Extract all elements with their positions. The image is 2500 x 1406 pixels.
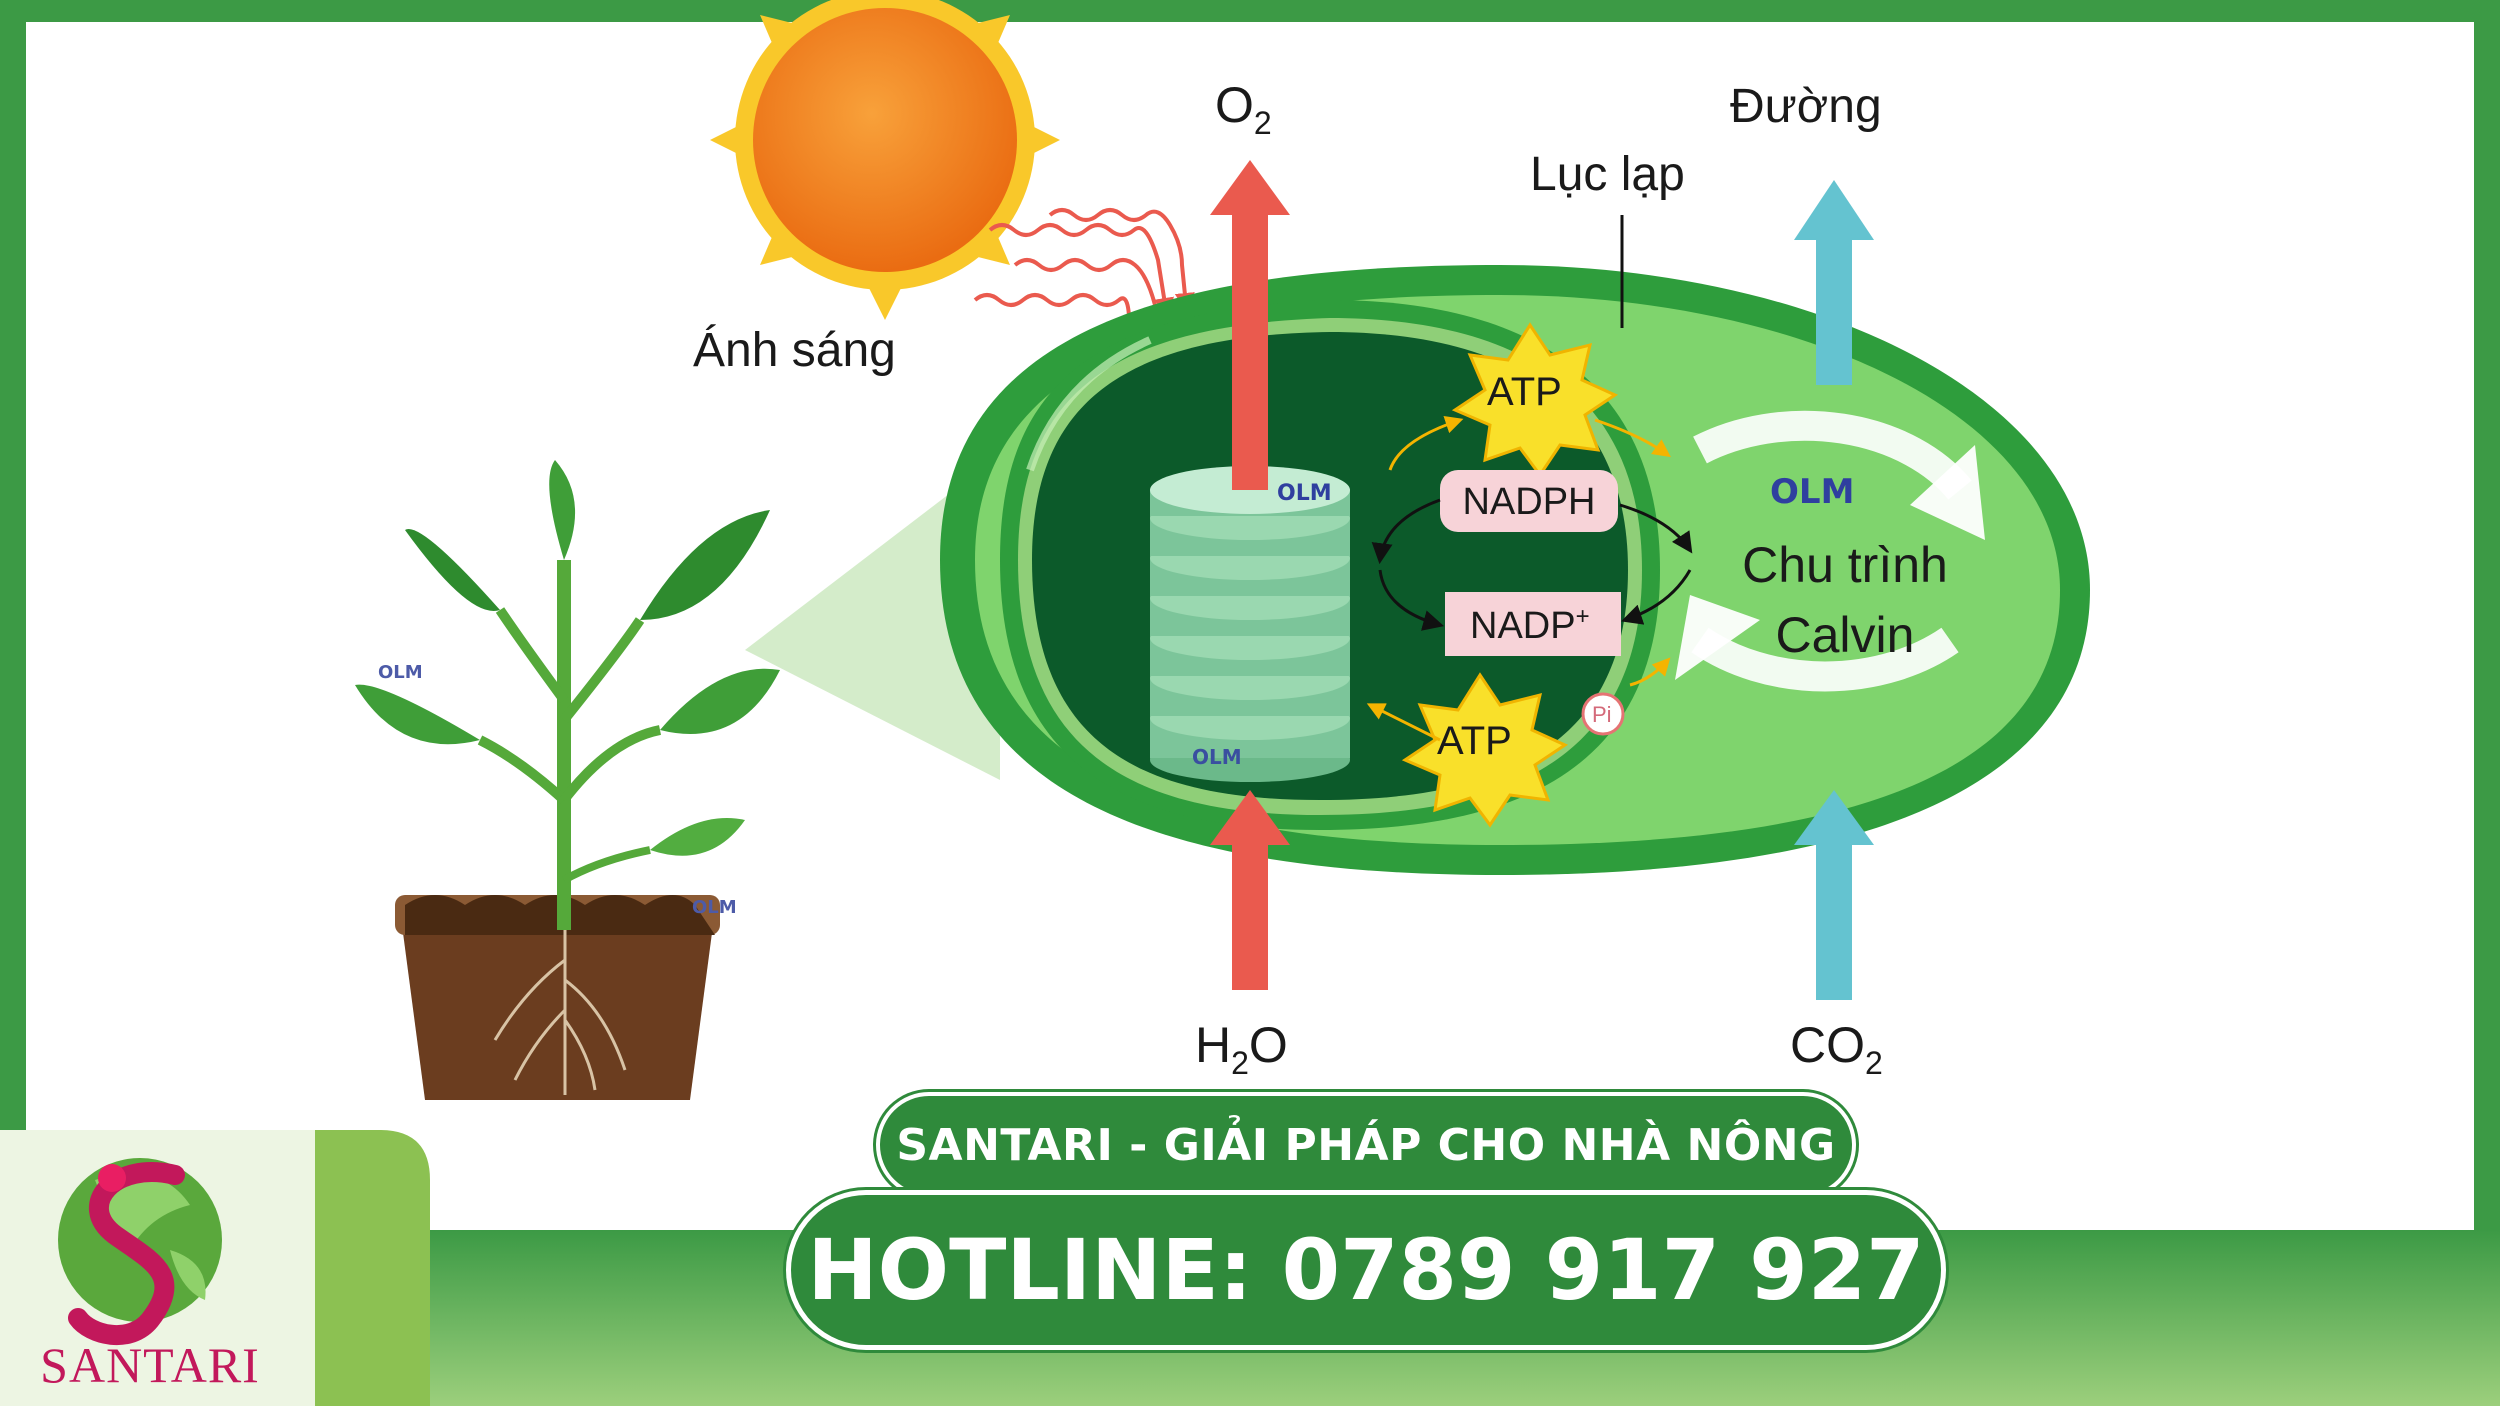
chloroplast-label: Lục lạp <box>1530 148 1685 201</box>
light-label: Ánh sáng <box>693 324 896 377</box>
atp-star-bottom <box>1401 672 1569 828</box>
potted-plant: OLM OLM <box>355 460 780 1100</box>
atp-bottom-label: ATP <box>1437 719 1512 763</box>
logo-panel <box>0 1130 430 1406</box>
olm-watermark: OLM <box>692 897 737 918</box>
leaf-icon <box>355 460 780 856</box>
nadp-label: NADP+ <box>1470 603 1590 647</box>
calvin-label-line2: Calvin <box>1776 607 1915 663</box>
brand-name: SANTARI <box>40 1337 260 1393</box>
olm-watermark: OLM <box>1770 472 1854 512</box>
nadph-label: NADPH <box>1462 481 1595 523</box>
water-arrow <box>1210 790 1290 990</box>
calvin-label-line1: Chu trình <box>1742 537 1948 593</box>
sugar-label: Đường <box>1730 80 1882 133</box>
olm-watermark: OLM <box>378 662 423 683</box>
calvin-cycle: OLM Chu trình Calvin <box>1675 410 1985 692</box>
slogan-banner: SANTARI - GIẢI PHÁP CHO NHÀ NÔNG <box>876 1092 1856 1198</box>
hotline-banner[interactable]: HOTLINE: 0789 917 927 <box>786 1190 1946 1350</box>
atp-top-label: ATP <box>1487 370 1562 414</box>
co2-label: CO2 <box>1790 1017 1883 1081</box>
nadp-box <box>1445 592 1621 656</box>
sugar-arrow <box>1794 180 1874 385</box>
olm-watermark: OLM <box>1192 745 1242 769</box>
o2-label: O2 <box>1215 77 1272 141</box>
pi-label: Pi <box>1592 702 1612 727</box>
reaction-arrows <box>1366 416 1693 742</box>
co2-arrow <box>1794 790 1874 1000</box>
sun-icon <box>710 0 1060 320</box>
thylakoid-stack: OLM <box>1150 466 1350 782</box>
flower-icon <box>98 1164 126 1192</box>
zoom-cone <box>745 455 1000 780</box>
olm-watermark: OLM <box>1277 481 1332 506</box>
nadph-box <box>1440 470 1618 532</box>
oxygen-arrow <box>1210 160 1290 490</box>
h2o-label: H2O <box>1195 1017 1288 1081</box>
pi-circle <box>1581 692 1625 736</box>
light-rays <box>973 208 1195 378</box>
